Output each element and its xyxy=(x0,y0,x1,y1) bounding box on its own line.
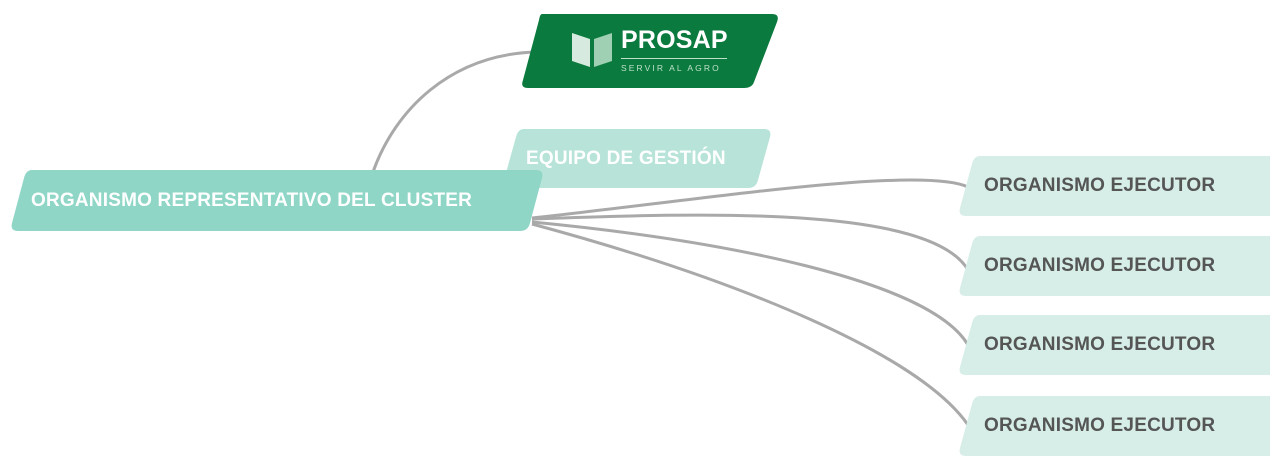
node-label: ORGANISMO EJECUTOR xyxy=(984,175,1216,196)
connector-root-to-executor-2 xyxy=(531,213,970,271)
node-organismo-ejecutor[interactable]: ORGANISMO EJECUTOR xyxy=(958,315,1270,375)
connector-root-to-logo xyxy=(371,50,536,173)
connector-root-to-executor-1 xyxy=(531,178,969,220)
node-organismo-ejecutor[interactable]: ORGANISMO EJECUTOR xyxy=(958,156,1270,216)
node-label: ORGANISMO EJECUTOR xyxy=(984,334,1216,355)
node-background xyxy=(959,315,1270,375)
logo-background xyxy=(522,14,778,88)
node-organismo-ejecutor[interactable]: ORGANISMO EJECUTOR xyxy=(958,236,1270,296)
connector-root-to-executor-4 xyxy=(531,222,970,426)
node-background xyxy=(959,396,1270,456)
node-label: ORGANISMO EJECUTOR xyxy=(984,255,1216,276)
node-equipo-de-gestion[interactable]: EQUIPO DE GESTIÓN xyxy=(502,129,772,188)
node-organismo-representativo[interactable]: ORGANISMO REPRESENTATIVO DEL CLUSTER xyxy=(10,170,544,231)
node-background xyxy=(959,156,1270,216)
node-label: ORGANISMO EJECUTOR xyxy=(984,415,1216,436)
logo-tagline: SERVIR AL AGRO xyxy=(621,63,721,73)
node-background xyxy=(11,170,543,231)
node-label: EQUIPO DE GESTIÓN xyxy=(526,147,726,169)
prosap-book-icon xyxy=(572,33,612,67)
node-background xyxy=(959,236,1270,296)
logo-brand: PROSAP xyxy=(621,26,728,54)
logo-divider xyxy=(621,58,727,59)
node-background xyxy=(503,129,771,188)
connector-root-to-executor-3 xyxy=(531,220,970,346)
node-label: ORGANISMO REPRESENTATIVO DEL CLUSTER xyxy=(31,189,473,211)
prosap-logo: PROSAP SERVIR AL AGRO xyxy=(520,14,780,88)
node-organismo-ejecutor[interactable]: ORGANISMO EJECUTOR xyxy=(958,396,1270,456)
